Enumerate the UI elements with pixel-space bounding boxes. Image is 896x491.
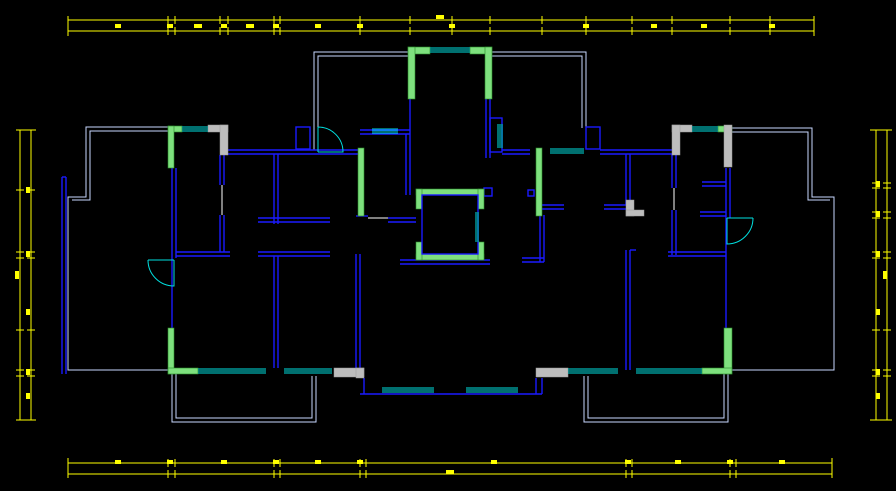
structural-columns	[167, 46, 733, 379]
dimension-label-mark	[876, 211, 880, 217]
dimension-label-mark	[625, 460, 631, 464]
left-dimension-lines	[15, 129, 36, 421]
dimension-label-mark	[167, 24, 173, 28]
top-dimension-lines	[67, 15, 815, 36]
bottom-dimension-lines	[67, 458, 833, 478]
dimension-label-mark	[26, 309, 30, 315]
dimension-label-mark	[675, 460, 681, 464]
dimension-label-mark	[26, 369, 30, 375]
dimension-label-mark	[221, 460, 227, 464]
dimension-label-mark	[779, 460, 785, 464]
dimension-label-mark	[315, 24, 321, 28]
dimension-label-mark	[194, 24, 202, 28]
right-dimension-lines	[870, 129, 892, 421]
dimension-label-mark	[446, 470, 454, 474]
dimension-label-mark	[876, 309, 880, 315]
dimension-label-mark	[357, 24, 363, 28]
dimension-label-mark	[273, 460, 279, 464]
dimension-label-mark	[769, 24, 775, 28]
dimension-label-mark	[876, 369, 880, 375]
dimension-label-mark	[26, 187, 30, 193]
interior-walls	[61, 96, 731, 395]
dimension-label-mark	[491, 460, 497, 464]
doors	[147, 126, 754, 287]
exterior-outline	[67, 51, 835, 423]
dimension-label-mark	[876, 393, 880, 399]
dimension-label-mark	[651, 24, 657, 28]
dimension-label-mark	[701, 24, 707, 28]
dimension-label-mark	[876, 251, 880, 257]
dimension-label-mark	[15, 271, 19, 279]
windows	[182, 47, 718, 393]
dimension-label-mark	[115, 460, 121, 464]
dimension-label-mark	[246, 24, 254, 28]
dimension-label-mark	[449, 24, 455, 28]
dimension-label-mark	[357, 460, 363, 464]
dimension-label-mark	[583, 24, 589, 28]
dimension-label-mark	[26, 393, 30, 399]
dimension-label-mark	[26, 251, 30, 257]
dimension-label-mark	[221, 24, 227, 28]
dimension-label-mark	[115, 24, 121, 28]
dimension-label-mark	[273, 24, 279, 28]
dimension-label-mark	[315, 460, 321, 464]
dimension-label-mark	[436, 15, 444, 19]
dimension-label-mark	[883, 271, 887, 279]
dimension-label-mark	[167, 460, 173, 464]
dimension-label-mark	[727, 460, 733, 464]
dimension-label-mark	[876, 181, 880, 187]
